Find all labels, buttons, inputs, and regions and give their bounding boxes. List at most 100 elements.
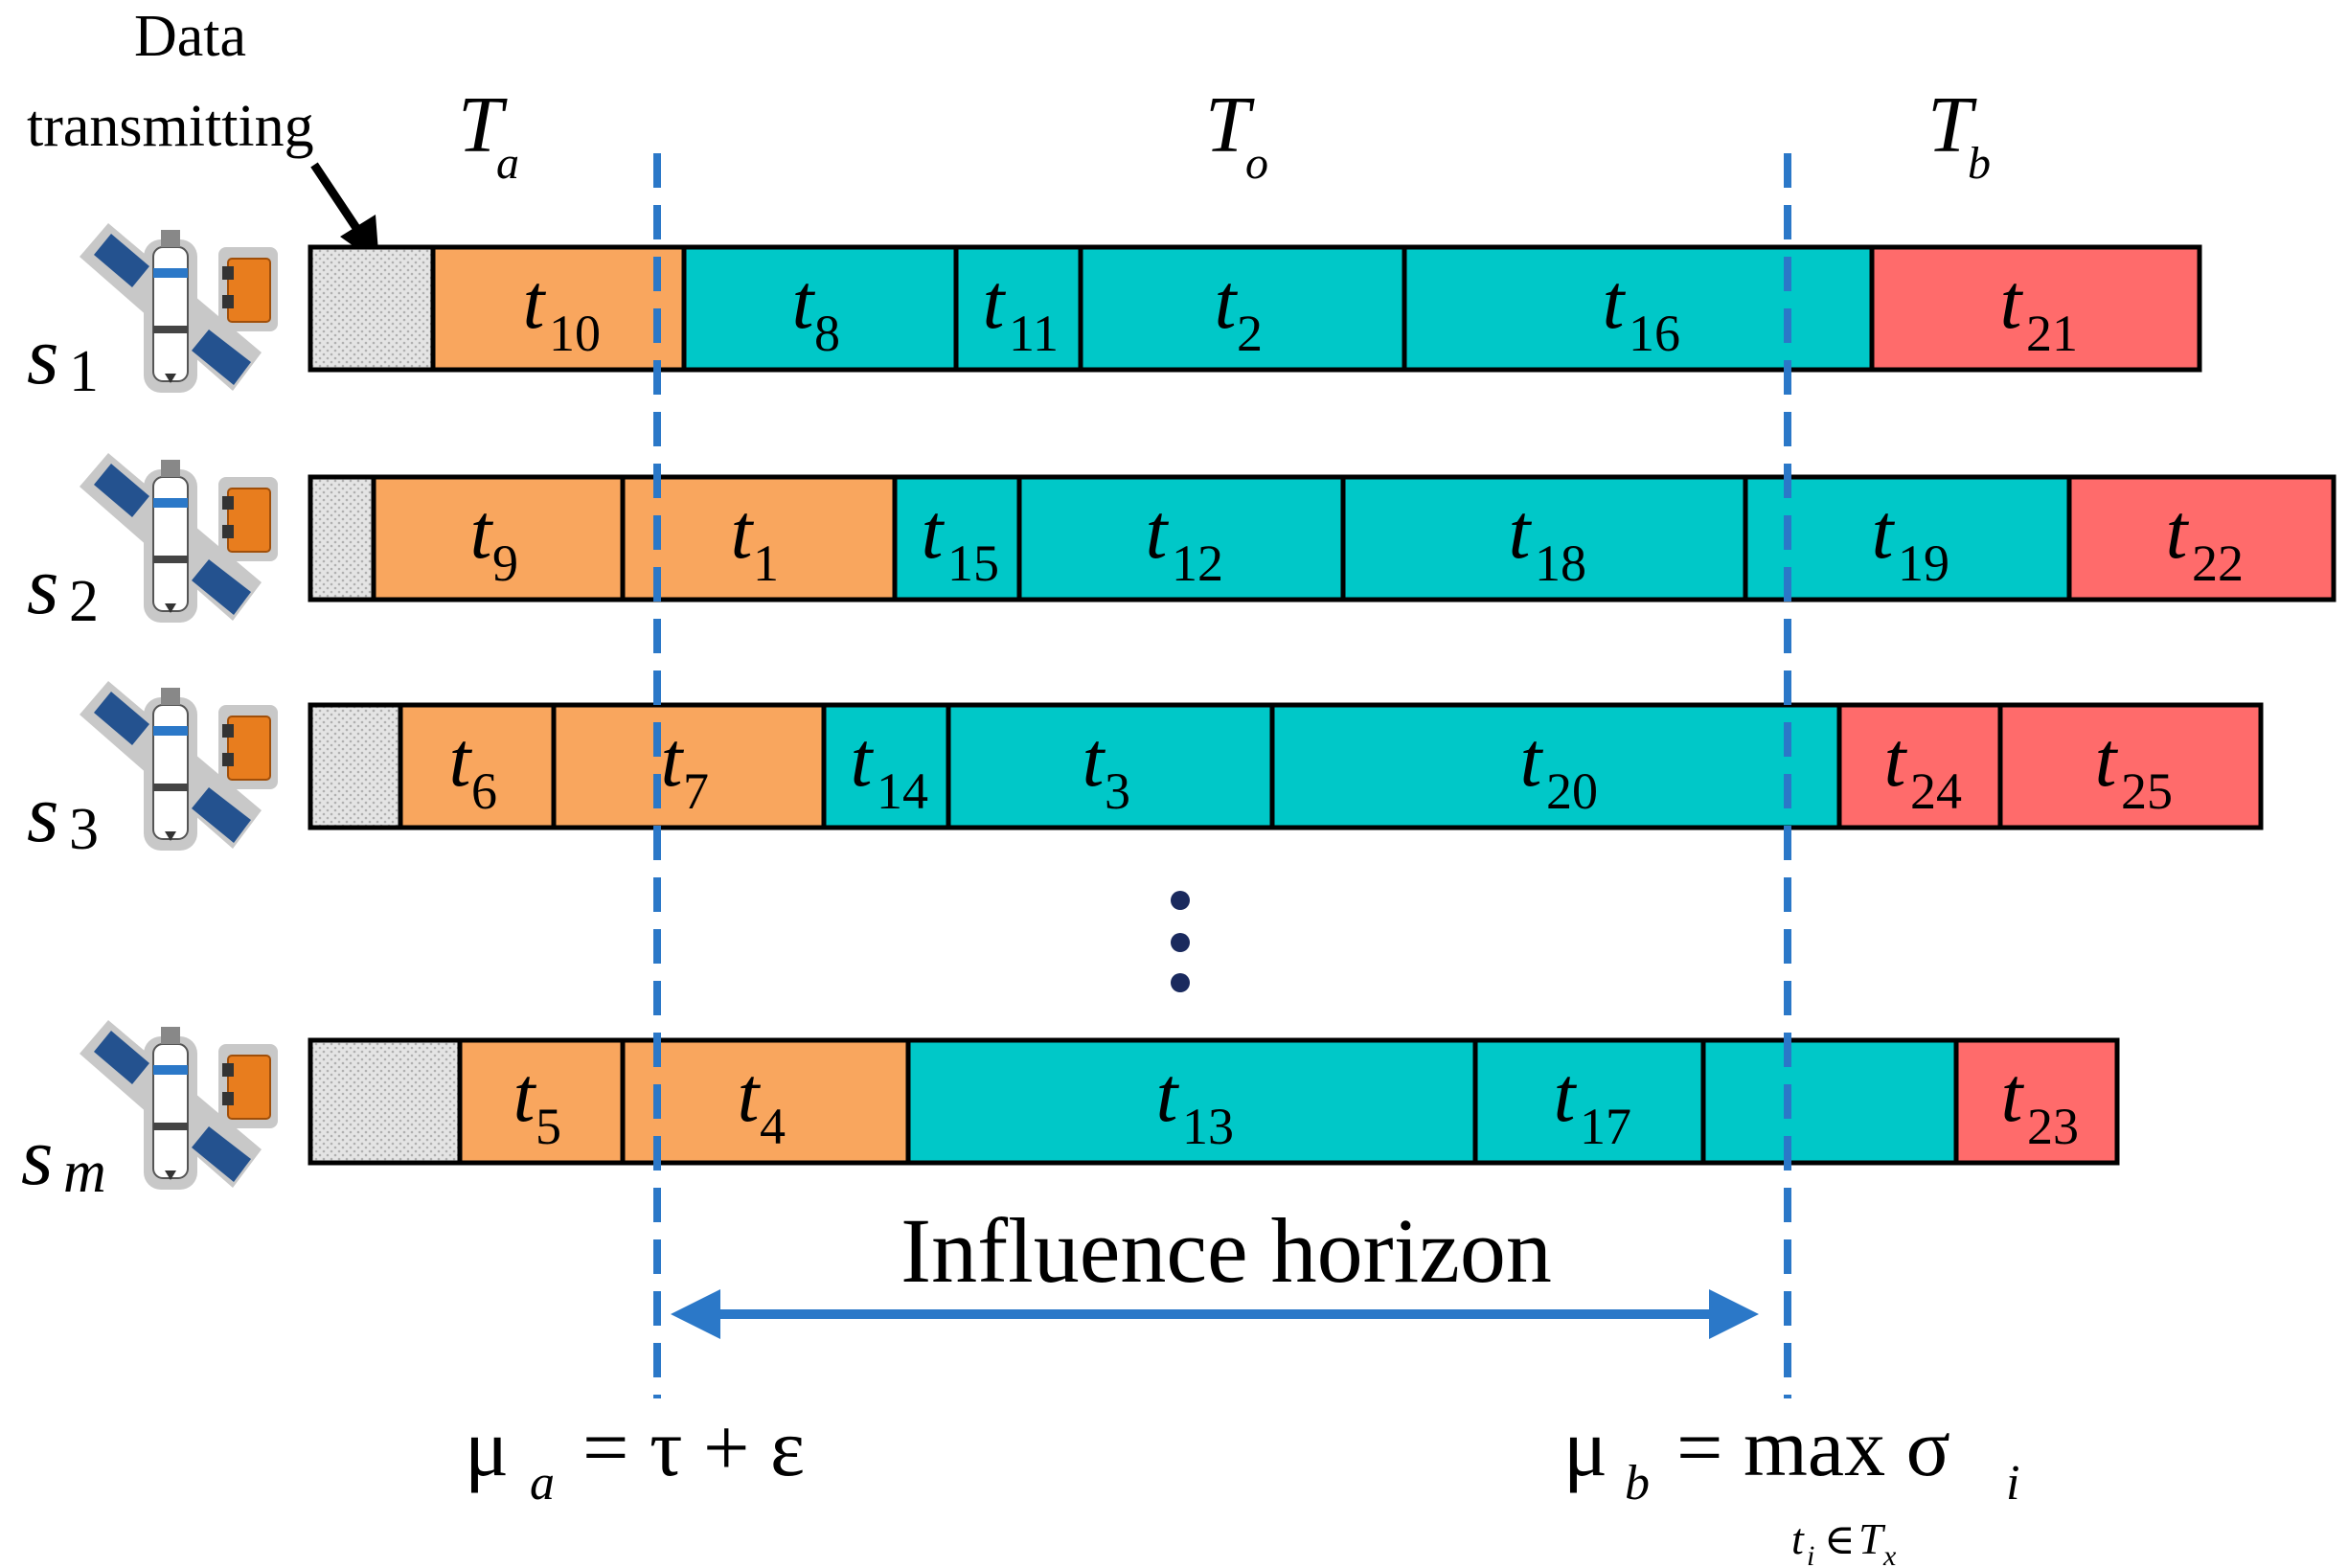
task-block [430, 244, 687, 373]
formula-mu-a: μ a = τ + ε [465, 1401, 805, 1511]
satellite-label-1: s 1 [27, 309, 99, 404]
task-block [1078, 244, 1407, 373]
task-block [371, 474, 626, 602]
task-letter: t [449, 716, 473, 803]
task-number: 22 [2192, 534, 2244, 592]
phase-sub-o: o [1245, 138, 1268, 189]
task-number: 9 [492, 534, 518, 592]
task-letter: t [661, 716, 685, 803]
satellite-icon [79, 222, 279, 394]
task-letter: t [1520, 716, 1544, 803]
formula-b-under-x: x [1882, 1540, 1897, 1568]
task-number: 16 [1629, 305, 1680, 362]
task-number: 18 [1535, 534, 1586, 592]
task-block [2066, 474, 2337, 602]
sat-sub: 2 [69, 569, 99, 634]
task-letter: t [523, 258, 547, 345]
task-number: 24 [1910, 762, 1962, 820]
task-letter: t [1156, 1051, 1180, 1138]
phase-letter-a: T [458, 80, 508, 170]
task-block [1016, 474, 1346, 602]
sat-sub: m [63, 1140, 106, 1205]
sat-letter: s [27, 539, 58, 631]
task-number: 7 [683, 762, 709, 820]
horizon-arrow-icon [671, 1289, 1759, 1339]
formula-a-rhs: = τ + ε [582, 1401, 805, 1493]
task-letter: t [1083, 716, 1106, 803]
task-letter: t [2095, 716, 2119, 803]
task-letter: t [1215, 258, 1239, 345]
task-block [821, 702, 951, 830]
annotation-line-1: Data [134, 4, 246, 69]
sat-letter: s [27, 767, 58, 859]
task-number: 2 [1237, 305, 1263, 362]
satellite-label-3: s 3 [27, 767, 99, 862]
task-letter: t [1509, 488, 1533, 575]
task-number: 12 [1172, 534, 1223, 592]
formula-b-sigma-sub: i [2006, 1456, 2019, 1511]
task-number: 4 [760, 1098, 786, 1155]
satellite-icon [79, 680, 279, 852]
sat-sub: 3 [69, 797, 99, 862]
satellite-label-m: s m [21, 1110, 106, 1205]
task-block [892, 474, 1022, 602]
task-number: 1 [753, 534, 779, 592]
task-block [398, 702, 557, 830]
task-letter: t [1884, 716, 1908, 803]
formula-b-under-i: i [1807, 1540, 1814, 1568]
satellite-icon [79, 1019, 279, 1191]
transmission-block [308, 244, 436, 373]
task-block [1869, 244, 2202, 373]
task-letter: t [1146, 488, 1170, 575]
task-block [1700, 1037, 1959, 1166]
task-number: 21 [2026, 305, 2078, 362]
task-number: 11 [1009, 305, 1059, 362]
task-block [905, 1037, 1478, 1166]
task-block [551, 702, 827, 830]
task-block [953, 244, 1083, 373]
task-number: 23 [2027, 1098, 2079, 1155]
sat-sub: 1 [69, 339, 99, 404]
annotation-line-2: transmitting [27, 94, 314, 159]
formula-a-sub: a [530, 1456, 555, 1511]
task-number: 14 [877, 762, 928, 820]
task-letter: t [731, 488, 755, 575]
task-letter: t [470, 488, 494, 575]
phase-label-o: T o [1205, 80, 1268, 189]
task-letter: t [2000, 258, 2024, 345]
horizon-label: Influence horizon [900, 1199, 1552, 1302]
transmission-block [308, 1037, 463, 1166]
satellite-label-2: s 2 [27, 539, 99, 634]
formula-a-mu: μ [465, 1401, 509, 1493]
task-block [457, 1037, 626, 1166]
phase-letter-b: T [1927, 80, 1977, 170]
task-number: 5 [536, 1098, 561, 1155]
task-block [1340, 474, 1748, 602]
sat-letter: s [21, 1110, 53, 1202]
ellipsis-icon [1171, 891, 1190, 992]
transmission-block [308, 702, 403, 830]
task-number: 6 [471, 762, 497, 820]
task-number: 25 [2121, 762, 2173, 820]
task-letter: t [922, 488, 946, 575]
task-number: 10 [549, 305, 601, 362]
